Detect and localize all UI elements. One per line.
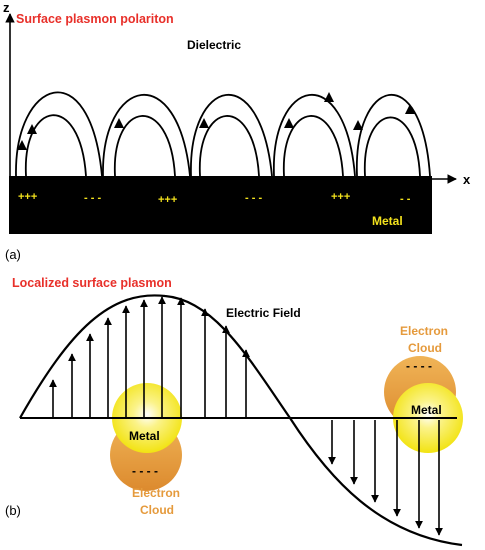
panel-b-label: (b)	[5, 503, 21, 518]
loop-arrow-8	[405, 104, 415, 114]
loop-arrow-2	[27, 124, 37, 134]
z-axis-label: z	[3, 0, 10, 15]
field-arrows-up	[49, 296, 250, 418]
loop-arrows	[17, 92, 415, 150]
loop-arrow-5	[284, 118, 294, 128]
cloud-left-line1: Electron	[132, 486, 180, 500]
charge-5: +++	[331, 191, 350, 203]
outer-loop-3	[190, 94, 273, 177]
loop-arrow-1	[17, 140, 27, 150]
panel-b: Localized surface plasmon - - - - - - - …	[5, 276, 463, 547]
loop-arrow-6	[324, 92, 334, 102]
panel-a: z x	[3, 0, 471, 262]
panel-a-title: Surface plasmon polariton	[16, 12, 174, 26]
field-loops-outer	[15, 91, 431, 177]
loop-arrow-4	[199, 118, 209, 128]
outer-loop-4	[273, 94, 356, 177]
cloud-left-line2: Cloud	[140, 503, 174, 517]
cloud-right-minus: - - - -	[406, 359, 432, 373]
metal-left-label: Metal	[129, 429, 160, 443]
cloud-left-minus: - - - -	[132, 464, 158, 478]
inner-loop-5	[364, 116, 421, 177]
electric-field-wave	[19, 294, 463, 547]
inner-loop-3	[199, 115, 260, 177]
field-arrows-down	[328, 420, 443, 536]
outer-loop-1	[15, 91, 103, 177]
field-loops-inner	[25, 114, 421, 177]
inner-loop-1	[25, 114, 87, 177]
dielectric-label: Dielectric	[187, 38, 241, 52]
electric-field-label: Electric Field	[226, 306, 301, 320]
metal-right-label: Metal	[411, 403, 442, 417]
outer-loop-2	[102, 94, 191, 177]
charge-3: +++	[158, 194, 177, 206]
loop-arrow-7	[353, 120, 363, 130]
cloud-right-line1: Electron	[400, 324, 448, 338]
panel-b-title: Localized surface plasmon	[12, 276, 172, 290]
x-axis-label: x	[463, 172, 471, 187]
loop-arrow-3	[114, 118, 124, 128]
charge-1: +++	[18, 191, 37, 203]
metal-slab	[9, 176, 432, 234]
charge-4: - - -	[245, 192, 262, 204]
inner-loop-4	[283, 115, 344, 177]
cloud-right-line2: Cloud	[408, 341, 442, 355]
charge-2: - - -	[84, 192, 101, 204]
panel-a-label: (a)	[5, 247, 21, 262]
inner-loop-2	[114, 115, 176, 177]
charge-6: - -	[400, 193, 411, 205]
outer-loop-5	[356, 93, 431, 177]
metal-label-a: Metal	[372, 214, 403, 228]
